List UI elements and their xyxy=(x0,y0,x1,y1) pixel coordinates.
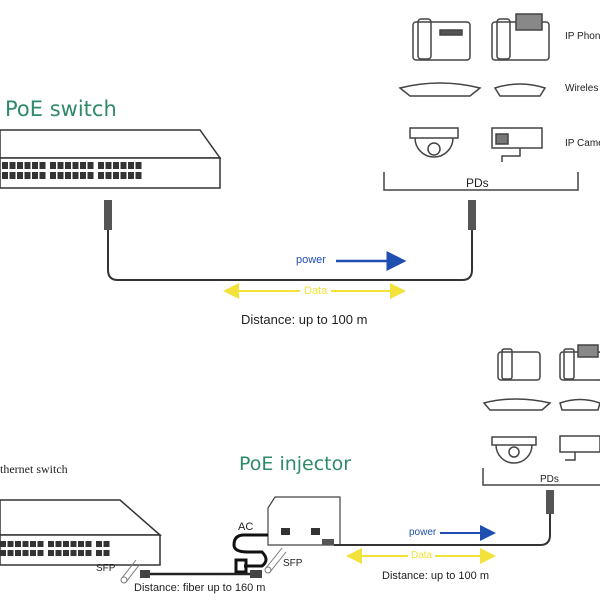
ethernet-port xyxy=(22,541,29,547)
pds-label: PDs xyxy=(466,176,489,190)
ethernet-port xyxy=(50,162,56,169)
ethernet-port xyxy=(0,550,6,556)
ethernet-port xyxy=(24,162,31,169)
ethernet-port xyxy=(98,162,104,169)
ethernet-port xyxy=(57,172,64,179)
ethernet-port xyxy=(72,172,79,179)
ethernet-port xyxy=(37,550,44,556)
ethernet-port xyxy=(32,162,38,169)
ethernet-port xyxy=(30,541,36,547)
ethernet-port xyxy=(2,162,8,169)
ethernet-port xyxy=(78,550,84,556)
ethernet-port xyxy=(80,162,86,169)
ethernet-switch-label: thernet switch xyxy=(0,462,68,476)
ethernet-port xyxy=(48,550,54,556)
sfp-module-icons xyxy=(120,547,287,584)
power-label-bottom: power xyxy=(409,527,437,538)
ethernet-port xyxy=(0,541,6,547)
ethernet-port xyxy=(135,172,142,179)
ethernet-port xyxy=(7,541,14,547)
ethernet-port xyxy=(113,162,119,169)
ethernet-port xyxy=(128,172,134,179)
ethernet-port xyxy=(87,172,94,179)
ac-label: AC xyxy=(238,521,254,533)
sfp-label-left: SFP xyxy=(96,563,116,574)
data-label: Data xyxy=(300,285,332,297)
distance-label-bottom: Distance: up to 100 m xyxy=(382,570,490,582)
ethernet-port xyxy=(65,172,71,179)
ethernet-port xyxy=(39,172,46,179)
ethernet-port xyxy=(63,550,69,556)
ethernet-port xyxy=(105,172,112,179)
ethernet-port xyxy=(103,550,110,556)
ethernet-port xyxy=(103,541,110,547)
ethernet-port xyxy=(98,172,104,179)
fiber-cable xyxy=(140,570,262,578)
ethernet-port xyxy=(57,162,64,169)
ethernet-port xyxy=(37,541,44,547)
ethernet-port xyxy=(50,172,56,179)
data-label-bottom: Data xyxy=(408,550,436,561)
ethernet-port xyxy=(22,550,29,556)
ethernet-port xyxy=(65,162,71,169)
ethernet-port xyxy=(96,550,102,556)
ethernet-port xyxy=(24,172,31,179)
ip-phones-label: IP Phon xyxy=(565,31,600,42)
power-label: power xyxy=(296,254,326,266)
ethernet-port xyxy=(85,550,92,556)
ethernet-port xyxy=(63,541,69,547)
ethernet-port xyxy=(128,162,134,169)
pd-devices-top xyxy=(383,13,579,191)
ethernet-port xyxy=(120,172,127,179)
ethernet-port xyxy=(85,541,92,547)
ethernet-port xyxy=(39,162,46,169)
pds-label-bottom: PDs xyxy=(540,474,559,485)
ethernet-port xyxy=(78,541,84,547)
ethernet-port xyxy=(105,162,112,169)
fiber-distance-label: Distance: fiber up to 160 m xyxy=(134,582,266,594)
ip-cameras-label: IP Came xyxy=(565,138,600,149)
sfp-label-right: SFP xyxy=(283,558,303,569)
ethernet-port xyxy=(9,172,16,179)
poe-switch-title: PoE switch xyxy=(5,97,117,121)
ethernet-port xyxy=(72,162,79,169)
ethernet-port xyxy=(32,172,38,179)
ethernet-cable-bottom xyxy=(334,490,554,546)
ethernet-port xyxy=(15,541,21,547)
ethernet-port xyxy=(17,162,23,169)
ethernet-port xyxy=(120,162,127,169)
ethernet-port xyxy=(55,541,62,547)
ethernet-port xyxy=(48,541,54,547)
ethernet-port xyxy=(87,162,94,169)
ethernet-port xyxy=(7,550,14,556)
poe-injector-title: PoE injector xyxy=(239,453,352,475)
ethernet-port xyxy=(15,550,21,556)
ethernet-port xyxy=(70,550,77,556)
ethernet-port xyxy=(80,172,86,179)
ethernet-port xyxy=(9,162,16,169)
ethernet-port xyxy=(70,541,77,547)
pd-devices-bottom xyxy=(482,344,600,486)
ethernet-port xyxy=(2,172,8,179)
ethernet-port xyxy=(113,172,119,179)
poe-injector xyxy=(267,496,341,546)
ethernet-cable-top xyxy=(104,200,476,281)
ac-power-cord xyxy=(232,533,268,574)
ethernet-port xyxy=(30,550,36,556)
ethernet-port xyxy=(135,162,142,169)
ethernet-port xyxy=(55,550,62,556)
ethernet-switch xyxy=(0,499,162,566)
poe-switch xyxy=(0,129,222,189)
wireless-label: Wireles xyxy=(565,83,599,94)
ethernet-port xyxy=(17,172,23,179)
ethernet-port xyxy=(96,541,102,547)
distance-label: Distance: up to 100 m xyxy=(241,312,368,327)
